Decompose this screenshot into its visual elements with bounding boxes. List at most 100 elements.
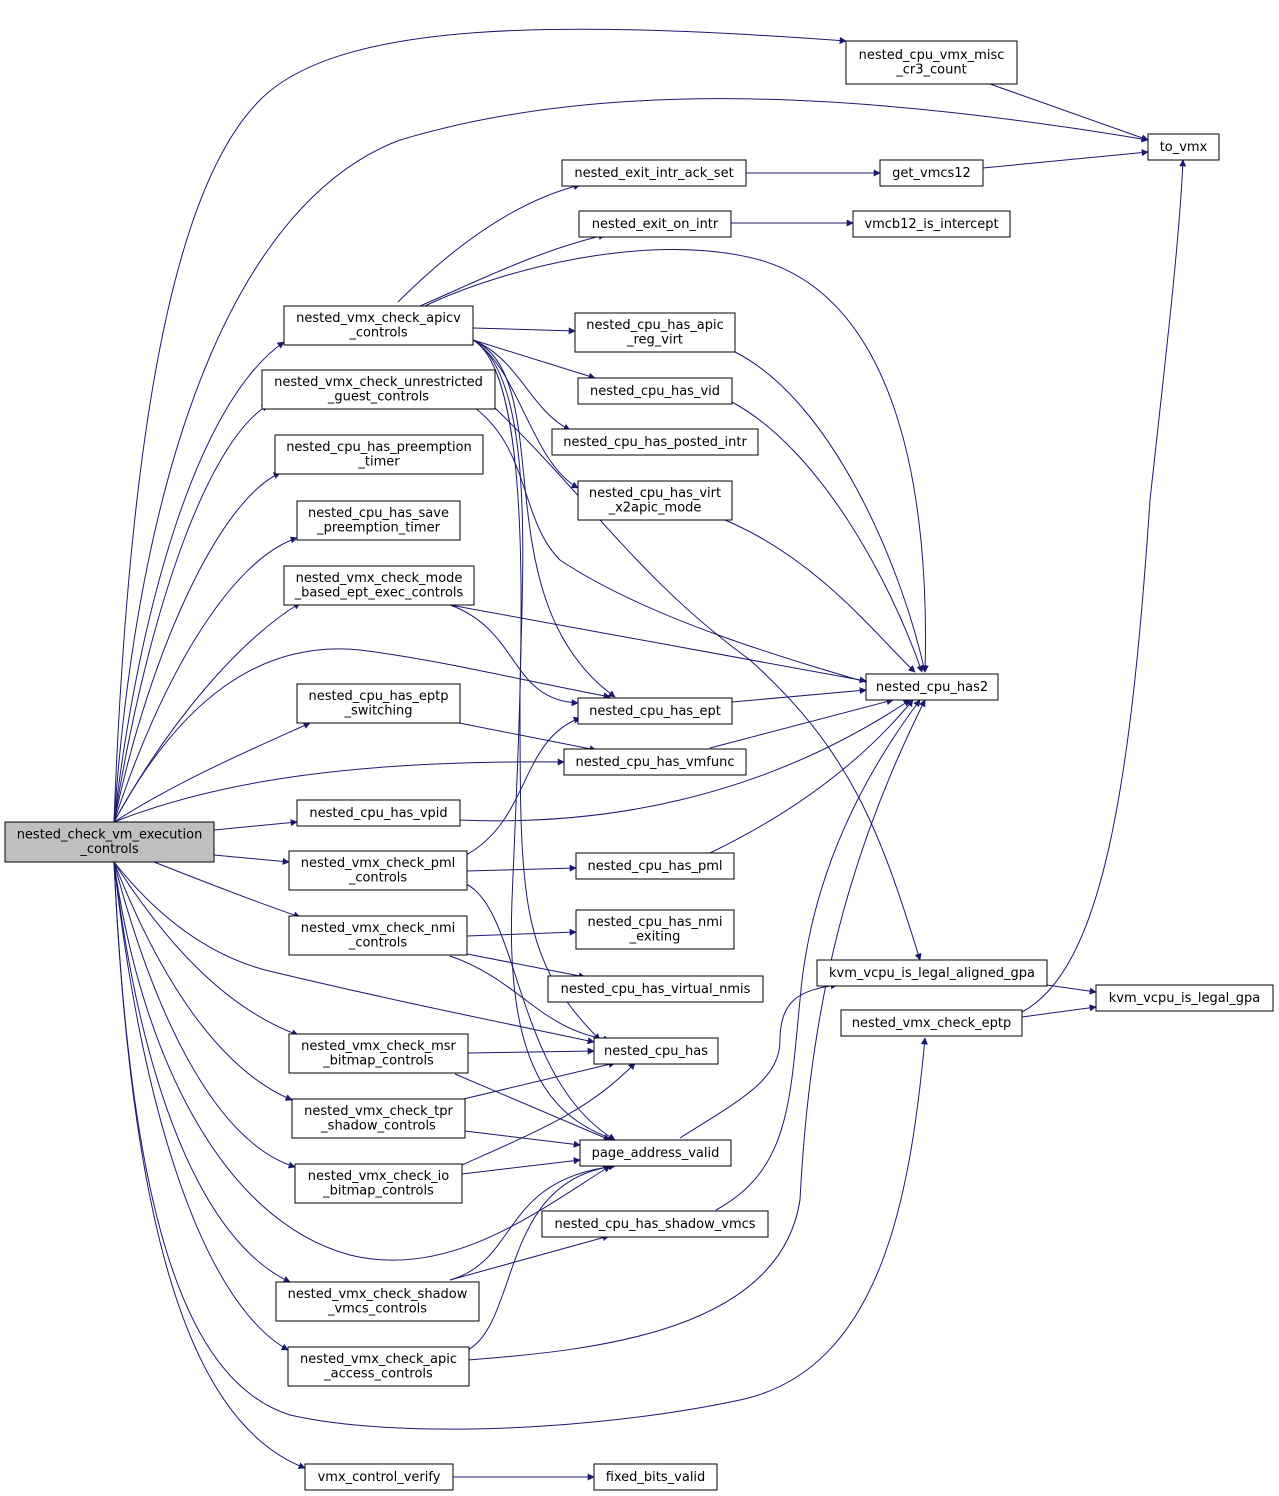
node-apicreg[interactable]: nested_cpu_has_apic_reg_virt	[574, 312, 736, 353]
edge-pml-has2	[709, 699, 914, 854]
node-checkeptp[interactable]: nested_vmx_check_eptp	[840, 1009, 1023, 1037]
edge-nmic-nmiexit	[466, 928, 577, 937]
node-label: nested_cpu_has_save	[308, 506, 449, 521]
edge-apicv-apicreg	[472, 327, 576, 335]
edge-pav-kvmaligned	[679, 982, 838, 1139]
edge-root-misc	[113, 28, 847, 823]
edge-root-preempt	[113, 472, 281, 823]
node-box	[845, 40, 1018, 85]
node-apicacc[interactable]: nested_vmx_check_apic_access_controls	[287, 1346, 470, 1387]
node-savepre[interactable]: nested_cpu_has_save_preemption_timer	[296, 500, 461, 541]
node-label: nested_cpu_has_shadow_vmcs	[554, 1217, 755, 1232]
node-label: kvm_vcpu_is_legal_aligned_gpa	[829, 966, 1035, 981]
edge-apicv-ept	[472, 339, 616, 698]
edge-apicacc-has2	[467, 699, 926, 1361]
node-pav[interactable]: page_address_valid	[579, 1139, 732, 1167]
node-tprc[interactable]: nested_vmx_check_tpr_shadow_controls	[291, 1098, 466, 1139]
node-shadowvmcs[interactable]: nested_cpu_has_shadow_vmcs	[541, 1210, 769, 1238]
edge-root-vmxctl	[113, 861, 306, 1469]
node-exitintr[interactable]: nested_exit_on_intr	[578, 210, 732, 238]
node-unrestr[interactable]: nested_vmx_check_unrestricted_guest_cont…	[261, 369, 496, 410]
node-preempt[interactable]: nested_cpu_has_preemption_timer	[274, 434, 484, 475]
edge-shadowc-shadowvmcs	[449, 1234, 610, 1281]
node-shadowc[interactable]: nested_vmx_check_shadow_vmcs_controls	[275, 1281, 480, 1322]
node-label: _exiting	[629, 930, 681, 945]
node-label: nested_cpu_has_ept	[589, 704, 721, 719]
node-label: to_vmx	[1160, 140, 1208, 155]
node-root[interactable]: nested_check_vm_execution_controls	[4, 821, 215, 863]
edge-root-pav	[113, 861, 611, 1261]
node-nmiexit[interactable]: nested_cpu_has_nmi_exiting	[575, 909, 735, 950]
node-label: nested_vmx_check_unrestricted	[274, 375, 483, 390]
edge-root-tovmx	[113, 98, 1149, 823]
node-apicv[interactable]: nested_vmx_check_apicv_controls	[283, 305, 474, 346]
node-box	[563, 748, 747, 776]
edge-msrc-has	[467, 1047, 595, 1055]
node-posted[interactable]: nested_cpu_has_posted_intr	[551, 428, 759, 456]
node-pml[interactable]: nested_cpu_has_pml	[575, 852, 735, 880]
node-exitack[interactable]: nested_exit_intr_ack_set	[561, 159, 747, 187]
node-vmxctl[interactable]: vmx_control_verify	[304, 1463, 454, 1491]
node-has2[interactable]: nested_cpu_has2	[865, 673, 999, 701]
node-kvmaligned[interactable]: kvm_vcpu_is_legal_aligned_gpa	[816, 959, 1048, 987]
node-x2apic[interactable]: nested_cpu_has_virt_x2apic_mode	[577, 480, 733, 521]
node-label: nested_cpu_has_apic	[586, 318, 723, 333]
edge-eptp-vmfunc	[458, 722, 597, 753]
edge-root-apicacc	[113, 861, 289, 1351]
node-box	[577, 480, 733, 521]
node-box	[879, 159, 984, 187]
node-vmcb12[interactable]: vmcb12_is_intercept	[852, 210, 1011, 238]
node-label: _guest_controls	[327, 390, 429, 405]
edge-ioc-pav	[461, 1157, 581, 1175]
edge-x2apic-has2	[724, 519, 916, 673]
node-getvmcs[interactable]: get_vmcs12	[879, 159, 984, 187]
node-vpid[interactable]: nested_cpu_has_vpid	[296, 799, 461, 827]
edge-modebased-ept	[449, 604, 579, 707]
node-modebased[interactable]: nested_vmx_check_mode_based_ept_exec_con…	[283, 565, 475, 606]
node-misc[interactable]: nested_cpu_vmx_misc_cr3_count	[845, 40, 1018, 85]
node-pmlc[interactable]: nested_vmx_check_pml_controls	[288, 850, 468, 891]
node-box	[1095, 984, 1274, 1012]
node-box	[579, 1139, 732, 1167]
edge-root-has	[113, 861, 595, 1045]
node-vnmis[interactable]: nested_cpu_has_virtual_nmis	[547, 975, 764, 1003]
node-box	[865, 673, 999, 701]
node-ept[interactable]: nested_cpu_has_ept	[577, 697, 733, 725]
node-eptp[interactable]: nested_cpu_has_eptp_switching	[296, 683, 461, 724]
edge-root-ept	[113, 648, 611, 823]
node-has[interactable]: nested_cpu_has	[593, 1037, 719, 1065]
node-label: nested_cpu_has2	[876, 680, 988, 695]
edge-apicv-x2apic	[472, 339, 579, 489]
node-label: nested_vmx_check_io	[308, 1169, 450, 1184]
edge-vmfunc-has2	[709, 698, 894, 749]
node-box	[1147, 133, 1220, 161]
node-box	[551, 428, 759, 456]
node-label: page_address_valid	[592, 1146, 720, 1161]
edge-apicreg-has2	[734, 351, 928, 673]
node-vmfunc[interactable]: nested_cpu_has_vmfunc	[563, 748, 747, 776]
node-fixed[interactable]: fixed_bits_valid	[593, 1463, 718, 1491]
node-box	[275, 1281, 480, 1322]
node-kvmgpa[interactable]: kvm_vcpu_is_legal_gpa	[1095, 984, 1274, 1012]
node-msrc[interactable]: nested_vmx_check_msr_bitmap_controls	[288, 1033, 469, 1074]
node-label: nested_cpu_has_virtual_nmis	[561, 982, 751, 997]
edge-vid-has2	[731, 401, 924, 673]
node-label: _based_ept_exec_controls	[294, 586, 464, 601]
edge-apicv-exitintr	[419, 233, 606, 307]
edge-misc-tovmx	[989, 83, 1149, 142]
node-tovmx[interactable]: to_vmx	[1147, 133, 1220, 161]
node-ioc[interactable]: nested_vmx_check_io_bitmap_controls	[294, 1163, 463, 1204]
node-box	[274, 434, 484, 475]
node-box	[574, 312, 736, 353]
node-label: nested_vmx_check_apic	[300, 1352, 457, 1367]
node-nmic[interactable]: nested_vmx_check_nmi_controls	[288, 915, 468, 956]
edge-root-pmlc	[213, 854, 290, 865]
call-edges	[113, 28, 1187, 1481]
node-box	[288, 850, 468, 891]
node-vid[interactable]: nested_cpu_has_vid	[577, 377, 733, 405]
node-box	[541, 1210, 769, 1238]
node-box	[4, 821, 215, 863]
node-label: nested_cpu_has_virt	[589, 486, 721, 501]
node-box	[296, 683, 461, 724]
node-box	[288, 915, 468, 956]
